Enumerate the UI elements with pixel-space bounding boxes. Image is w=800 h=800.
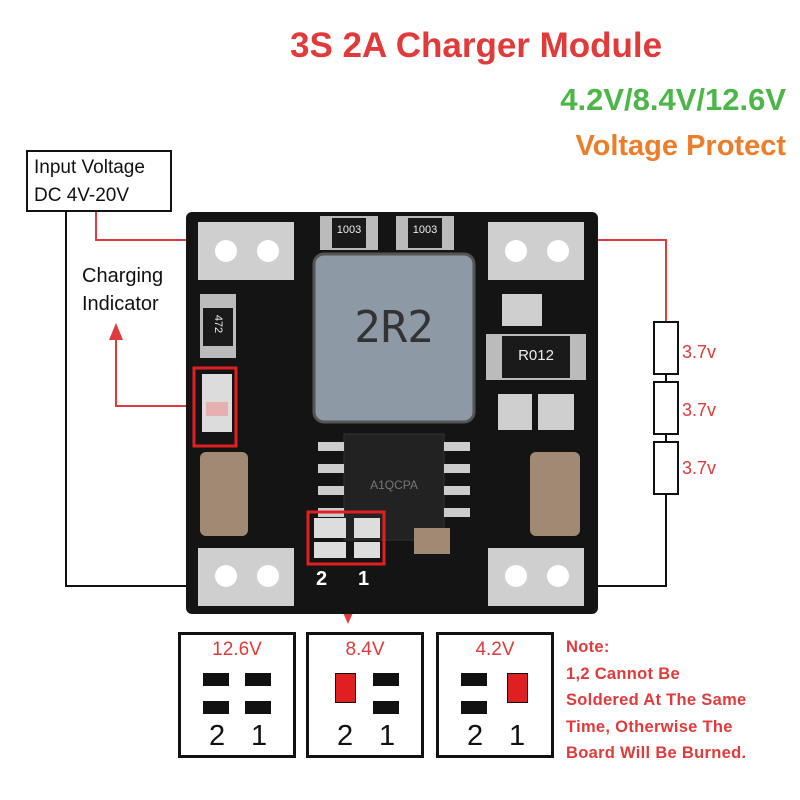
- pad-top-right: [488, 222, 584, 280]
- cell-voltage-2: 3.7v: [682, 400, 717, 420]
- cell-voltage-1: 3.7v: [682, 342, 717, 362]
- input-voltage-box: Input Voltage DC 4V-20V: [26, 150, 172, 212]
- battery-negative-wire: [596, 494, 667, 587]
- note-line-4: Time, Otherwise The: [566, 717, 733, 736]
- inductor: [312, 252, 476, 424]
- note-line-3: Soldered At The Same: [566, 691, 747, 709]
- led-highlight: [192, 366, 238, 448]
- pad-2-bottom: [461, 701, 487, 714]
- indicator-arrowhead: [109, 323, 123, 340]
- note-line-2: 1,2 Cannot Be: [566, 664, 680, 683]
- pad-1-top: [373, 673, 399, 686]
- pad-1-bottom: [373, 701, 399, 714]
- capacitor-left: [200, 452, 248, 536]
- jumper-number-1: 1: [358, 568, 370, 590]
- option-12v6-box: 12.6V 2 1: [178, 632, 296, 758]
- pcb-board: 1003 1003 2R2 472 R012 A1QCPA 2 1: [186, 212, 598, 614]
- chip-label: A1QCPA: [370, 478, 418, 492]
- resistor-label-2: 1003: [412, 224, 438, 236]
- battery-cell-1: [653, 321, 679, 375]
- indicator-arrow-line: [115, 336, 192, 407]
- resistor-label-left: 472: [212, 314, 224, 334]
- solder-bridge-1: [507, 673, 528, 703]
- pad-1-top: [245, 673, 271, 686]
- charging-indicator-label: Charging Indicator: [82, 262, 163, 318]
- pad-bottom-left: [198, 548, 294, 606]
- battery-cell-3: [653, 441, 679, 495]
- pad-2-top: [203, 673, 229, 686]
- option-4v2-box: 4.2V 2 1: [436, 632, 554, 758]
- battery-positive-wire: [596, 239, 667, 322]
- pad-top-left: [198, 222, 294, 280]
- option-8v4-num-1: 1: [379, 720, 396, 752]
- battery-cell-2: [653, 381, 679, 435]
- voltage-options-title: 4.2V/8.4V/12.6V: [560, 82, 786, 117]
- pad-2-bottom: [203, 701, 229, 714]
- resistor-label-1: 1003: [336, 224, 362, 236]
- charging-indicator-line2: Indicator: [82, 293, 159, 315]
- option-12v6-num-1: 1: [251, 720, 268, 752]
- cell-voltage-3: 3.7v: [682, 458, 717, 478]
- input-voltage-label: Input Voltage: [34, 157, 145, 178]
- input-voltage-range: DC 4V-20V: [34, 185, 130, 206]
- option-4v2-num-2: 2: [467, 720, 484, 752]
- resistor-label-right: R012: [518, 347, 554, 364]
- input-positive-wire: [95, 212, 212, 241]
- option-12v6-label: 12.6V: [212, 639, 262, 660]
- note-line-5: Board Will Be Burned.: [566, 744, 747, 762]
- charging-indicator-line1: Charging: [82, 265, 164, 287]
- pcb-graphic: [192, 216, 586, 606]
- pad-1-bottom: [245, 701, 271, 714]
- inductor-label: 2R2: [354, 302, 434, 353]
- pad-2-top: [461, 673, 487, 686]
- voltage-protect-title: Voltage Protect: [575, 130, 786, 162]
- note-line-1: Note:: [566, 638, 610, 656]
- option-8v4-box: 8.4V 2 1: [306, 632, 424, 758]
- module-title: 3S 2A Charger Module: [290, 26, 663, 65]
- option-8v4-label: 8.4V: [345, 639, 385, 660]
- warning-note: Note: 1,2 Cannot Be Soldered At The Same…: [566, 634, 747, 767]
- option-12v6-num-2: 2: [209, 720, 226, 752]
- jumper-highlight: [306, 510, 386, 566]
- jumper-number-2: 2: [316, 568, 328, 590]
- input-ground-wire: [65, 212, 212, 587]
- solder-bridge-2: [335, 673, 356, 703]
- option-4v2-label: 4.2V: [475, 639, 515, 660]
- pad-bottom-right: [488, 548, 584, 606]
- option-4v2-num-1: 1: [509, 720, 526, 752]
- capacitor-right: [530, 452, 580, 536]
- option-8v4-num-2: 2: [337, 720, 354, 752]
